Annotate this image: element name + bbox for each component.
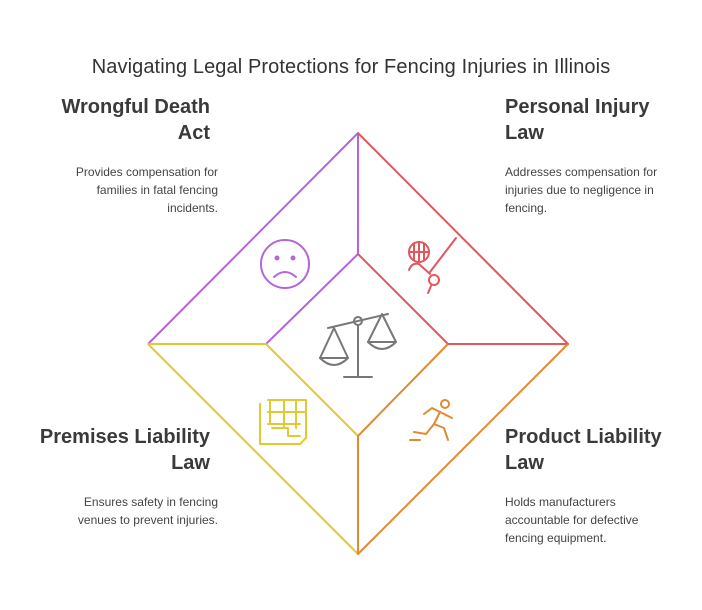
wrongful-death-heading-line1: Wrongful Death [61,96,210,118]
personal-injury-desc-line1: Addresses compensation for [505,165,658,179]
premises-liability-heading-line1: Premises Liability [39,426,210,448]
product-liability-desc-line3: fencing equipment. [505,531,607,545]
wrongful-death-heading: Wrongful Death Act [20,94,210,146]
personal-injury-desc-line2: injuries due to negligence in [505,183,654,197]
premises-liability-heading: Premises Liability Law [10,424,210,476]
personal-injury-heading: Personal Injury Law [505,94,695,146]
wrongful-death-description: Provides compensation for families in fa… [20,163,218,217]
product-liability-desc-line2: accountable for defective [505,513,639,527]
fencer-icon [408,237,457,294]
wrongful-death-desc-line3: incidents. [167,201,218,215]
personal-injury-heading-line1: Personal Injury [505,96,650,118]
sad-face-icon [260,239,310,289]
product-liability-description: Holds manufacturers accountable for defe… [505,493,695,547]
personal-injury-quadrant [357,132,569,345]
falling-person-icon [409,399,453,441]
premises-liability-desc-line2: venues to prevent injuries. [77,513,218,527]
personal-injury-description: Addresses compensation for injuries due … [505,163,695,217]
product-liability-quadrant [357,343,569,555]
product-liability-heading-line2: Law [505,452,544,474]
wrongful-death-desc-line2: families in fatal fencing [96,183,218,197]
product-liability-desc-line1: Holds manufacturers [505,495,616,509]
personal-injury-heading-line2: Law [505,122,544,144]
product-liability-heading: Product Liability Law [505,424,700,476]
premises-liability-desc-line1: Ensures safety in fencing [83,495,218,509]
scales-icon [319,313,397,378]
product-liability-heading-line1: Product Liability [505,426,662,448]
premises-liability-quadrant [147,343,359,555]
wrongful-death-quadrant [147,132,359,345]
wrongful-death-heading-line2: Act [177,122,210,144]
wrongful-death-desc-line1: Provides compensation for [75,165,218,179]
diagram-title: Navigating Legal Protections for Fencing… [91,56,611,78]
premises-liability-description: Ensures safety in fencing venues to prev… [20,493,218,529]
premises-liability-heading-line2: Law [171,452,210,474]
floor-plan-icon [259,399,307,445]
personal-injury-desc-line3: fencing. [505,201,548,215]
